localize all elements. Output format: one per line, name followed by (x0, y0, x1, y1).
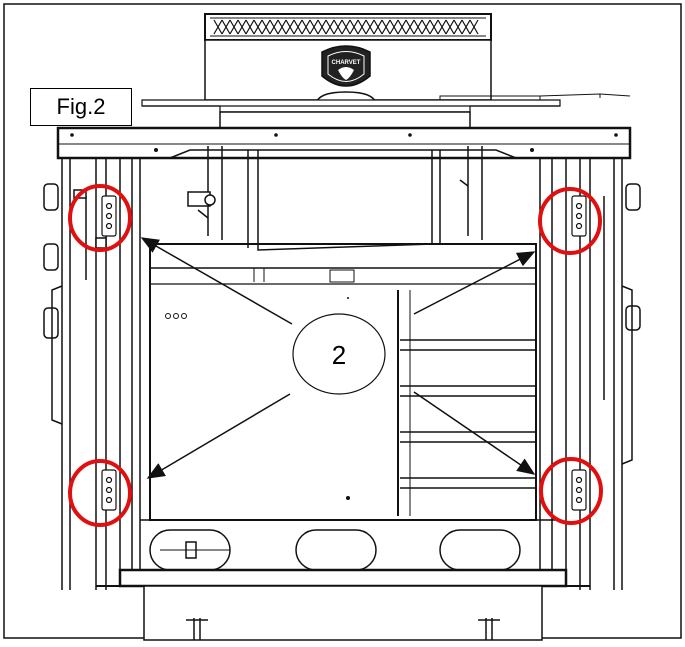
hob-plate (141, 93, 631, 129)
base-panel (96, 519, 590, 641)
hinge-brackets (101, 195, 587, 511)
arrow-to-top-right (413, 251, 536, 315)
highlight-bottom-left (68, 459, 132, 527)
highlight-top-left (68, 184, 132, 252)
arrow-to-top-left (140, 237, 293, 325)
highlight-circles (68, 184, 603, 527)
brand-text: CHARVET (332, 60, 361, 66)
callout-arrows (140, 237, 536, 479)
arrow-to-bottom-right (413, 391, 536, 475)
figure-label: Fig.2 (30, 88, 132, 126)
right-side-frame (539, 158, 641, 590)
callout-circle (292, 313, 386, 395)
highlight-bottom-right (539, 457, 603, 525)
shelf-rack (400, 339, 536, 489)
highlight-top-right (538, 187, 602, 255)
arrow-to-bottom-left (146, 393, 291, 479)
left-cavity-panel (165, 297, 350, 500)
upper-inner-assembly (187, 146, 483, 251)
top-rail (56, 126, 632, 160)
callout-number: 2 (332, 340, 346, 370)
brand-badge: CHARVET (321, 45, 371, 87)
